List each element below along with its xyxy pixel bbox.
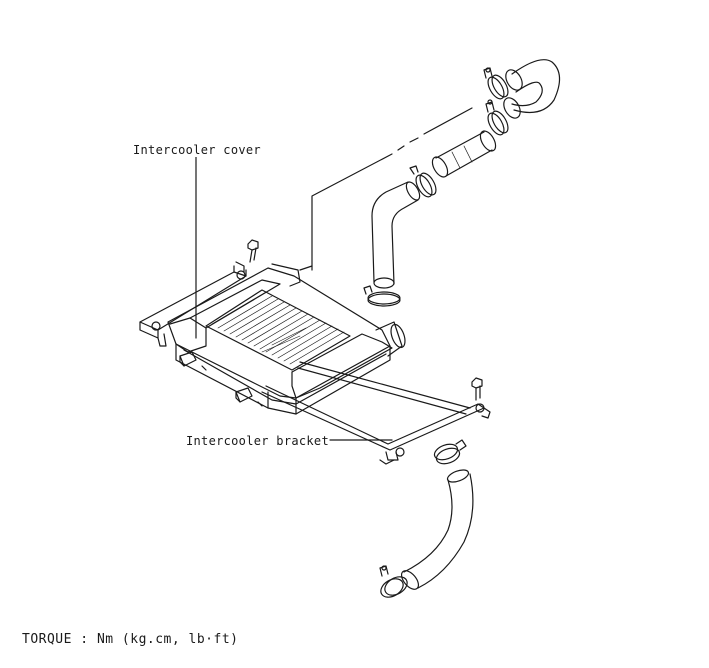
bolt-upper <box>248 240 258 262</box>
intercooler-cover <box>168 264 408 414</box>
bent-hose <box>372 180 422 288</box>
torque-note: TORQUE : Nm (kg.cm, lb·ft) <box>22 632 239 647</box>
upper-leader-line <box>312 108 472 270</box>
u-hose-top <box>500 60 559 121</box>
straight-pipe <box>429 128 498 179</box>
hose-clamp-lower-left <box>364 286 400 306</box>
intercooler-cover-label: Intercooler cover <box>133 143 261 157</box>
hose-clamp-lower-right <box>432 440 466 467</box>
hose-clamp-upper-mid <box>485 100 511 137</box>
hose-clamp-mid <box>410 166 439 199</box>
bolt-right <box>472 378 482 400</box>
hose-clamp-top <box>484 68 511 101</box>
lower-hose <box>398 468 473 593</box>
hose-clamp-bottom <box>378 566 411 601</box>
intercooler-bracket-label: Intercooler bracket <box>186 434 329 448</box>
